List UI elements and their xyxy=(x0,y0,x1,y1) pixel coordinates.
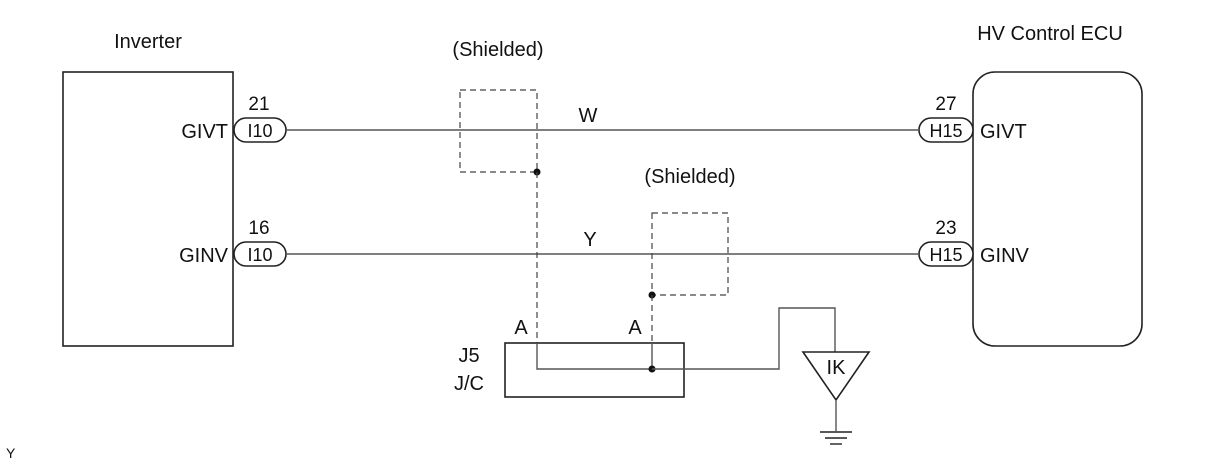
inverter-pin-21: 21 xyxy=(248,94,269,115)
inverter-terminal-givt: GIVT xyxy=(181,121,228,143)
ground-point-ik xyxy=(801,351,871,402)
ground-symbol-icon xyxy=(820,431,852,445)
junction-label-jc: J/C xyxy=(454,373,484,395)
connector-h15-givt-label: H15 xyxy=(929,121,962,141)
wire-w-color: W xyxy=(579,105,598,127)
ecu-box xyxy=(972,71,1143,347)
corner-mark: Y xyxy=(6,445,16,461)
connector-h15-ginv xyxy=(918,241,974,267)
connector-i10-ginv-label: I10 xyxy=(247,245,272,265)
junction-label-j5: J5 xyxy=(458,345,479,367)
connector-i10-givt xyxy=(233,117,287,143)
ground-wire xyxy=(652,307,836,370)
shield-2 xyxy=(651,212,729,296)
connector-i10-givt-label: I10 xyxy=(247,121,272,141)
ecu-terminal-ginv: GINV xyxy=(980,245,1030,267)
ecu-pin-23: 23 xyxy=(935,218,956,239)
connector-h15-givt xyxy=(918,117,974,143)
junction-pin-a-2: A xyxy=(628,317,642,339)
junction-connector-j5 xyxy=(504,342,685,398)
shield-1 xyxy=(459,89,538,173)
inverter-pin-16: 16 xyxy=(248,218,269,239)
wire-y-color: Y xyxy=(583,229,596,251)
ground-label-ik: IK xyxy=(827,357,847,379)
inverter-terminal-ginv: GINV xyxy=(179,245,229,267)
inverter-box xyxy=(62,71,234,347)
ecu-terminal-givt: GIVT xyxy=(980,121,1027,143)
connector-i10-ginv xyxy=(233,241,287,267)
ecu-pin-27: 27 xyxy=(935,94,956,115)
connector-h15-ginv-label: H15 xyxy=(929,245,962,265)
shield-2-label: (Shielded) xyxy=(644,166,735,188)
inverter-label: Inverter xyxy=(114,31,182,53)
ecu-label: HV Control ECU xyxy=(977,23,1123,45)
junction-pin-a-1: A xyxy=(514,317,528,339)
junction-internal-wire-1 xyxy=(536,343,652,370)
shield-1-label: (Shielded) xyxy=(452,39,543,61)
